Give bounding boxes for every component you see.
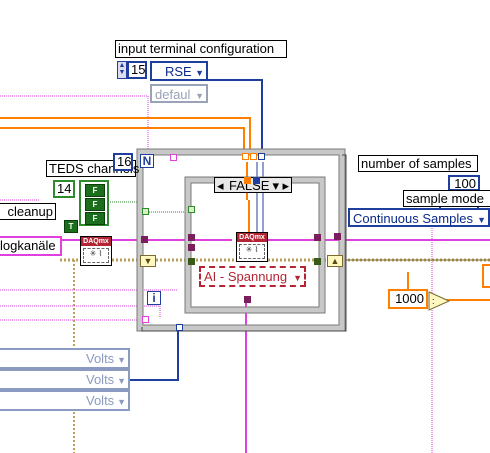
daqmx-timing-icon[interactable]: DAQmx ✳ ⌇ xyxy=(80,236,112,266)
tunnel xyxy=(188,206,195,213)
dropdown-arrow-icon: ▼ xyxy=(195,91,204,101)
dropdown-arrow-icon: ▼ xyxy=(117,355,126,365)
shift-register-icon: ▼ xyxy=(140,255,156,267)
tunnel xyxy=(334,233,341,240)
sample-mode-ring[interactable]: Continuous Samples ▼ xyxy=(348,208,490,227)
loop-count-terminal: N xyxy=(140,154,154,168)
dropdown-arrow-icon: ▼ xyxy=(117,376,126,386)
svg-text::: : xyxy=(432,296,435,306)
units-ring-2[interactable]: Volts ▼ xyxy=(0,369,130,390)
units-value-1: Volts xyxy=(86,351,115,366)
dropdown-arrow-icon: ▼ xyxy=(293,273,302,283)
tunnel xyxy=(314,234,321,241)
tunnel xyxy=(188,258,195,265)
rate-constant: 1000 xyxy=(388,289,428,309)
units-value-2: Volts xyxy=(86,372,115,387)
terminal-config-secondary-value: defaul xyxy=(155,87,191,102)
tunnel xyxy=(242,153,249,160)
terminal-config-index: 15 xyxy=(127,61,147,79)
tunnel xyxy=(253,177,260,184)
dropdown-arrow-icon: ▼ xyxy=(195,68,204,78)
ai-polymorphic-value: AI - Spannung xyxy=(204,269,288,284)
cleanup-label: cleanup xyxy=(0,203,56,220)
daqmx-create-channel-icon[interactable]: DAQmx ✳ ⌇ xyxy=(236,232,268,262)
tunnel xyxy=(258,153,265,160)
bool-true-constant[interactable]: T xyxy=(64,220,78,233)
up-down-spinner-icon[interactable]: ▲▼ xyxy=(117,61,127,79)
units-ring-3[interactable]: Volts ▼ xyxy=(0,390,130,411)
tunnel xyxy=(314,258,321,265)
bool-false-3[interactable]: F xyxy=(85,212,105,225)
tunnel xyxy=(250,153,257,160)
bool-false-1[interactable]: F xyxy=(85,184,105,197)
tunnel xyxy=(244,296,251,303)
terminal-config-ring[interactable]: RSE ▼ xyxy=(150,61,208,81)
tunnel xyxy=(188,244,195,251)
units-ring-1[interactable]: Volts ▼ xyxy=(0,348,130,369)
dropdown-arrow-icon: ▼ xyxy=(117,397,126,407)
tunnel xyxy=(142,316,149,323)
number-of-samples-value: 100 xyxy=(448,175,480,191)
sample-mode-label: sample mode xyxy=(403,190,490,207)
teds-bool-array: F F F xyxy=(79,180,109,226)
tunnel xyxy=(142,208,149,215)
terminal-config-value: RSE xyxy=(165,64,192,79)
case-prev-arrow-icon[interactable]: ◂ xyxy=(217,178,224,193)
units-value-3: Volts xyxy=(86,393,115,408)
ai-polymorphic-selector[interactable]: AI - Spannung ▼ xyxy=(199,266,306,287)
case-next-arrow-icon[interactable]: ▸ xyxy=(282,178,289,193)
loop-iteration-terminal: i xyxy=(147,291,161,305)
terminal-config-secondary-ring[interactable]: defaul ▼ xyxy=(150,84,208,103)
sample-mode-value: Continuous Samples xyxy=(353,211,473,226)
tunnel xyxy=(244,177,251,184)
tunnel xyxy=(176,324,183,331)
multiply-icon[interactable]: : xyxy=(428,291,451,311)
right-edge-subvi[interactable] xyxy=(482,264,490,288)
dropdown-arrow-icon: ▼ xyxy=(477,215,486,225)
tunnel xyxy=(170,154,177,161)
number-of-samples-label: number of samples xyxy=(358,155,478,172)
loop-count-constant: 16 xyxy=(113,153,133,171)
tunnel xyxy=(188,234,195,241)
shift-register-icon: ▲ xyxy=(327,255,343,267)
analog-channels-label: logkanäle xyxy=(0,236,62,256)
input-terminal-configuration-label: input terminal configuration xyxy=(115,40,287,58)
bool-false-2[interactable]: F xyxy=(85,198,105,211)
tunnel xyxy=(141,236,148,243)
case-dropdown-arrow-icon[interactable]: ▾ xyxy=(272,178,279,193)
teds-index: 14 xyxy=(53,180,75,198)
